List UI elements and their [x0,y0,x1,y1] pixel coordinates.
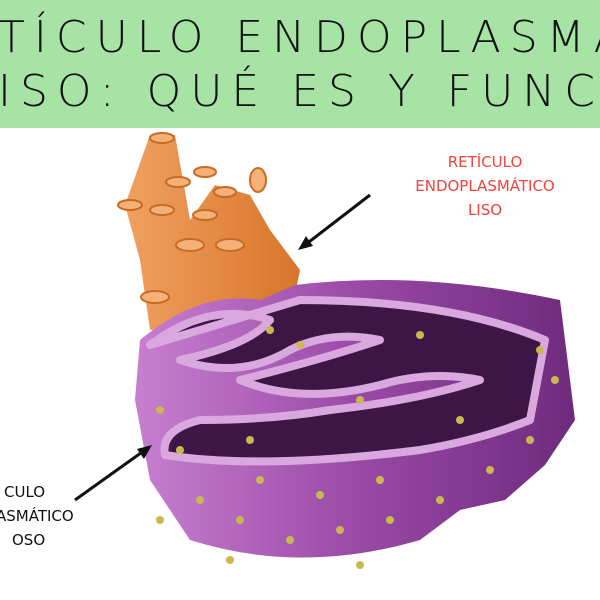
pointer-arrows [74,193,371,502]
title-banner: TÍCULO ENDOPLASMÁT ISO: QUÉ ES Y FUNCIÓ [0,0,600,128]
label-line: CULO [4,483,46,501]
arrow-rough-er [74,448,146,502]
arrow-smooth-er [304,193,371,247]
rough-er-stack [135,280,575,569]
ribosomes [156,326,559,569]
title-line-2: ISO: QUÉ ES Y FUNCIÓ [0,66,600,117]
label-line: ASMÁTICO [0,507,74,525]
smooth-er-tubes [117,132,300,330]
label-line: RETÍCULO [447,153,523,171]
label-line: ENDOPLASMÁTICO [415,177,555,195]
er-illustration [74,132,575,569]
smooth-er-label: RETÍCULO ENDOPLASMÁTICO LISO [400,150,570,222]
label-line: OSO [12,531,46,549]
rough-er-label: CULO ASMÁTICO OSO [0,480,74,552]
title-line-1: TÍCULO ENDOPLASMÁT [0,12,600,63]
label-line: LISO [467,201,503,219]
